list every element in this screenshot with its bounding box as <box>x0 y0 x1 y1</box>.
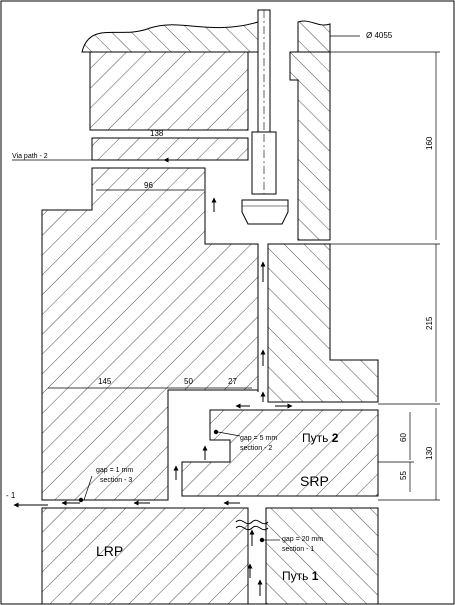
gap5-leader <box>217 431 241 437</box>
gap5-line1: gap = 5 mm <box>240 435 277 442</box>
point-gap5 <box>213 429 219 435</box>
gap20-line2: section - 1 <box>282 546 314 553</box>
valve-plug <box>241 199 289 225</box>
srp-label: SRP <box>300 473 329 489</box>
top-right-wavy-block <box>297 20 331 53</box>
via-path-label: Via path - 2 <box>12 153 48 160</box>
lrp-label: LRP <box>96 543 123 559</box>
left-marker: - 1 <box>6 491 16 500</box>
point-gap1 <box>78 497 84 503</box>
plate-138 <box>91 137 249 161</box>
right-upper-column <box>289 51 331 241</box>
srp-part <box>181 409 379 497</box>
upper-left-block <box>82 51 249 131</box>
dim-145: 145 <box>98 377 112 386</box>
dim-96: 96 <box>144 181 153 190</box>
big-left-block <box>41 167 259 501</box>
dim-60: 60 <box>399 433 408 442</box>
dim-27: 27 <box>228 377 237 386</box>
dim-55: 55 <box>399 471 408 480</box>
gap1-line2: section - 3 <box>100 477 132 484</box>
bottom-right-block <box>265 507 379 605</box>
right-middle-block <box>267 243 379 403</box>
top-wavy-block <box>81 21 259 53</box>
path1-label: Путь 1 <box>282 569 319 583</box>
path1-num: 1 <box>312 569 319 583</box>
dim-160: 160 <box>425 136 434 150</box>
gap1-line1: gap = 1 mm <box>96 467 133 474</box>
break-symbol-2 <box>235 525 269 531</box>
gap20-line1: gap = 20 mm <box>282 536 323 543</box>
point-gap20 <box>259 537 265 543</box>
path1-word: Путь <box>282 569 308 583</box>
lrp-block <box>41 507 249 605</box>
dim-50: 50 <box>184 377 193 386</box>
break-symbol <box>235 519 269 525</box>
dim-215: 215 <box>425 316 434 330</box>
path2-word: Путь <box>302 431 328 445</box>
dim-138: 138 <box>150 129 164 138</box>
diameter-label: Ø 4055 <box>366 31 393 40</box>
dim-130: 130 <box>425 446 434 460</box>
gap1-leader <box>83 475 93 501</box>
gap5-line2: section - 2 <box>240 445 272 452</box>
path2-label: Путь 2 <box>302 431 339 445</box>
path2-num: 2 <box>332 431 339 445</box>
